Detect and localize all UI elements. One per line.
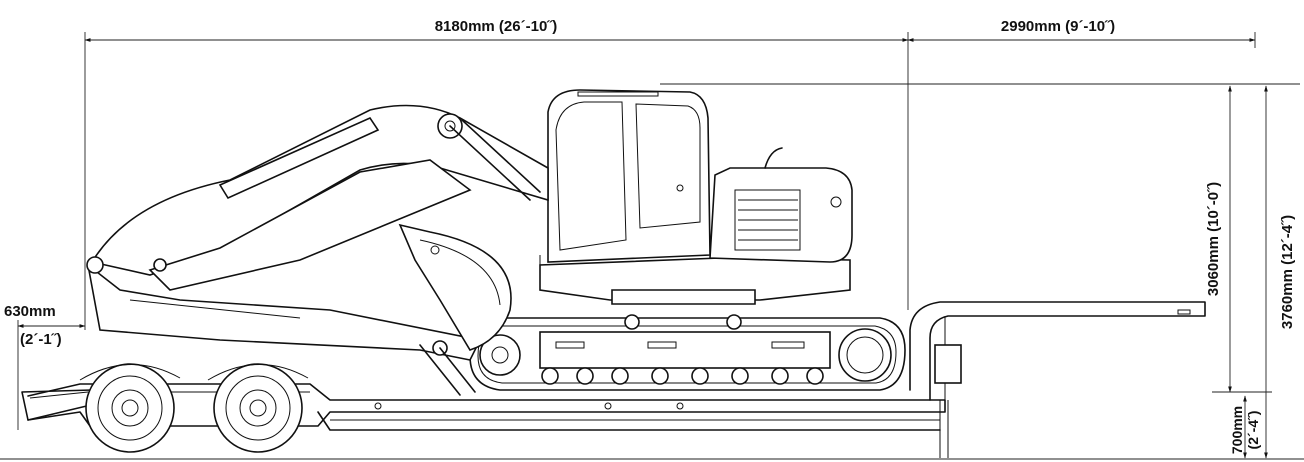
deck-height-ft-label: (2´-4˝) <box>1245 411 1261 450</box>
machine-height-label: 3060mm (10´-0˝) <box>1205 182 1222 296</box>
lowbed-trailer <box>21 301 1206 458</box>
trailer-wheels <box>79 363 309 453</box>
dimension-labels: 8180mm (26´-10˝) 2990mm (9´-10˝) 630mm (… <box>4 18 1296 454</box>
total-height-label: 3760mm (12´-4˝) <box>1279 215 1296 329</box>
overall-length-label: 8180mm (26´-10˝) <box>435 18 558 35</box>
arm <box>86 256 482 361</box>
upper-structure <box>539 89 853 305</box>
bucket <box>398 223 512 351</box>
front-overhang-mm-label: 630mm <box>4 303 56 320</box>
front-overhang-ft-label: (2´-1˝) <box>20 331 62 348</box>
deck-height-mm-label: 700mm <box>1229 406 1245 454</box>
boom <box>90 104 549 291</box>
excavator <box>86 89 906 396</box>
dimension-lines <box>0 32 1304 460</box>
crawler-track <box>469 314 906 391</box>
rear-overhang-label: 2990mm (9´-10˝) <box>1001 18 1115 35</box>
